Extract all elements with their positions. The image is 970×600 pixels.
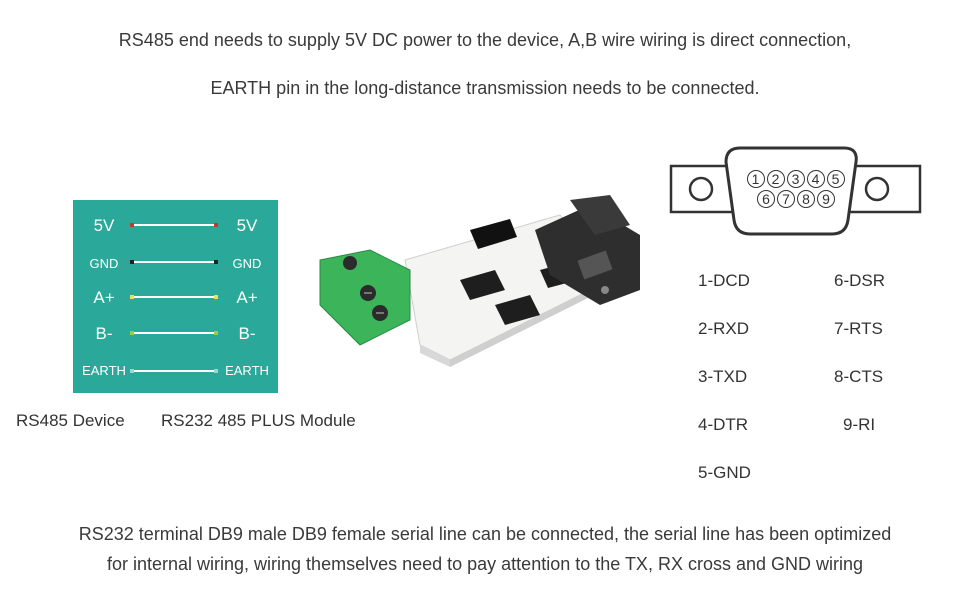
- left-pin-earth: EARTH: [82, 363, 126, 378]
- db9-pin-1: 1: [747, 170, 765, 188]
- left-pin-5v: 5V: [93, 216, 115, 235]
- db9-pin-2: 2: [767, 170, 785, 188]
- module-pin-block: 5V GND A+ B- EARTH: [216, 200, 278, 393]
- db9-pin-6: 6: [757, 190, 775, 208]
- footer-line-1: RS232 terminal DB9 male DB9 female seria…: [78, 524, 892, 544]
- module-caption: RS232 485 PLUS Module: [161, 411, 356, 430]
- signal-9-ri: 9-RI: [843, 415, 876, 434]
- left-pin-b-minus: B-: [95, 324, 113, 343]
- signal-5-gnd: 5-GND: [698, 463, 751, 482]
- db9-pin-8: 8: [797, 190, 815, 208]
- signal-4-dtr: 4-DTR: [698, 415, 749, 434]
- wire-gnd: [130, 260, 218, 264]
- intro-line-1: RS485 end needs to supply 5V DC power to…: [118, 30, 852, 50]
- right-pin-5v: 5V: [236, 216, 258, 235]
- rs485-device-caption: RS485 Device: [16, 411, 125, 430]
- db9-pin-9: 9: [817, 190, 835, 208]
- db9-pin-7: 7: [777, 190, 795, 208]
- signal-1-dcd: 1-DCD: [698, 271, 750, 290]
- footer-line-2: for internal wiring, wiring themselves n…: [106, 554, 864, 574]
- signal-2-rxd: 2-RXD: [698, 319, 750, 338]
- right-pin-b-minus: B-: [238, 324, 256, 343]
- right-pin-a-plus: A+: [236, 288, 258, 307]
- db9-pin-3: 3: [787, 170, 805, 188]
- signal-8-cts: 8-CTS: [834, 367, 884, 386]
- wire-5v: [130, 223, 218, 227]
- right-pin-earth: EARTH: [225, 363, 269, 378]
- signal-6-dsr: 6-DSR: [834, 271, 886, 290]
- intro-line-2: EARTH pin in the long-distance transmiss…: [210, 78, 760, 98]
- rs232-485-module-image: [319, 195, 640, 367]
- db9-pin-5: 5: [827, 170, 845, 188]
- signal-7-rts: 7-RTS: [834, 319, 883, 338]
- left-pin-a-plus: A+: [93, 288, 115, 307]
- left-pin-gnd: GND: [89, 256, 119, 271]
- wire-earth: [130, 369, 218, 373]
- wire-a-plus: [130, 295, 218, 299]
- signal-3-txd: 3-TXD: [698, 367, 748, 386]
- right-pin-gnd: GND: [232, 256, 262, 271]
- rs485-device-pin-block: 5V GND A+ B- EARTH: [73, 200, 135, 393]
- wire-b-minus: [130, 331, 218, 335]
- db9-pin-4: 4: [807, 170, 825, 188]
